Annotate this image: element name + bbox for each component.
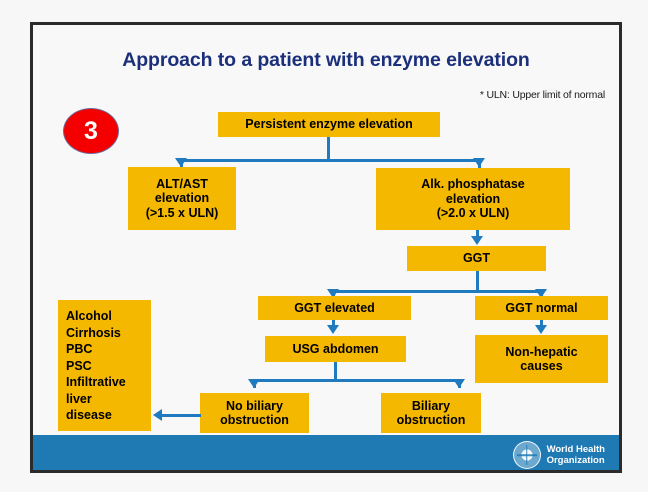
node-label-line2: elevation (445, 191, 501, 206)
arrow-to-biliary-icon (453, 379, 465, 388)
causes-list-item-2: Cirrhosis (66, 325, 121, 340)
node-alt-ast-elevation: ALT/AST elevation (>1.5 x ULN) (128, 167, 236, 230)
connector-ggt-split (332, 290, 543, 293)
node-label-line2: elevation (154, 191, 210, 206)
node-label-line1: No biliary (226, 398, 283, 413)
connector-ggt-elevated-to-usg (332, 320, 335, 327)
node-ggt-elevated: GGT elevated (258, 296, 411, 320)
node-label-line2: causes (520, 359, 563, 373)
node-label-line1: Alk. phosphatase (421, 177, 525, 192)
node-label: GGT normal (505, 300, 578, 315)
node-label: USG abdomen (292, 341, 379, 356)
who-org-line1: World Health (546, 444, 605, 455)
who-org-name: World Health Organization (547, 444, 605, 466)
node-non-hepatic-causes: Non-hepatic causes (475, 335, 608, 383)
arrow-to-no-biliary-icon (248, 379, 260, 388)
arrow-to-alt-ast-icon (175, 158, 187, 167)
who-branding: World Health Organization (512, 441, 605, 469)
arrow-to-usg-icon (327, 325, 339, 334)
causes-list-item-1: Alcohol (66, 309, 112, 323)
node-label-line1: ALT/AST (156, 176, 208, 191)
page-title: Approach to a patient with enzyme elevat… (122, 49, 530, 71)
slide-canvas: Approach to a patient with enzyme elevat… (30, 22, 622, 473)
causes-list-item-3: PBC (66, 342, 93, 356)
causes-list-item-4: PSC (66, 358, 92, 373)
node-persistent-enzyme-elevation: Persistent enzyme elevation (218, 112, 440, 137)
connector-root-stem (327, 137, 330, 160)
arrow-to-causes-list-icon (153, 409, 162, 421)
node-alk-phosphatase-elevation: Alk. phosphatase elevation (>2.0 x ULN) (376, 168, 570, 230)
arrow-to-ggt-icon (471, 236, 483, 245)
node-label-line2: obstruction (396, 413, 466, 427)
causes-list-item-6: liver (66, 391, 92, 406)
who-logo-icon (512, 441, 541, 469)
node-label-line1: Biliary (411, 398, 451, 413)
who-org-line2: Organization (546, 455, 605, 466)
node-no-biliary-obstruction: No biliary obstruction (200, 393, 309, 433)
footer-bar: World Health Organization (33, 435, 619, 470)
node-label: GGT elevated (294, 300, 375, 315)
uln-footnote: * ULN: Upper limit of normal (479, 89, 605, 101)
connector-ggt-stem (476, 271, 479, 291)
connector-usg-stem (334, 362, 337, 380)
step-number-badge: 3 (63, 108, 119, 154)
node-label-line2: obstruction (220, 413, 289, 427)
node-label-line3: (>2.0 x ULN) (436, 206, 510, 221)
node-label: Persistent enzyme elevation (245, 117, 413, 132)
node-causes-list: Alcohol Cirrhosis PBC PSC Infiltrative l… (58, 300, 151, 431)
node-ggt: GGT (407, 246, 546, 271)
connector-usg-split (253, 379, 461, 382)
arrow-to-alk-phos-icon (473, 158, 485, 167)
node-biliary-obstruction: Biliary obstruction (381, 393, 481, 433)
causes-list-item-7: disease (66, 408, 112, 422)
connector-no-biliary-to-causes (161, 414, 201, 417)
node-label: GGT (462, 251, 491, 266)
arrow-to-ggt-elevated-icon (327, 289, 339, 298)
arrow-to-ggt-normal-icon (535, 289, 547, 298)
connector-alk-to-ggt (476, 230, 479, 239)
causes-list-item-5: Infiltrative (66, 375, 126, 389)
connector-ggt-normal-to-non-hepatic (540, 320, 543, 327)
node-label-line3: (>1.5 x ULN) (145, 205, 219, 220)
node-usg-abdomen: USG abdomen (265, 336, 406, 362)
connector-root-split (180, 159, 481, 162)
node-label-line1: Non-hepatic (505, 344, 578, 359)
node-ggt-normal: GGT normal (475, 296, 608, 320)
arrow-to-non-hepatic-icon (535, 325, 547, 334)
